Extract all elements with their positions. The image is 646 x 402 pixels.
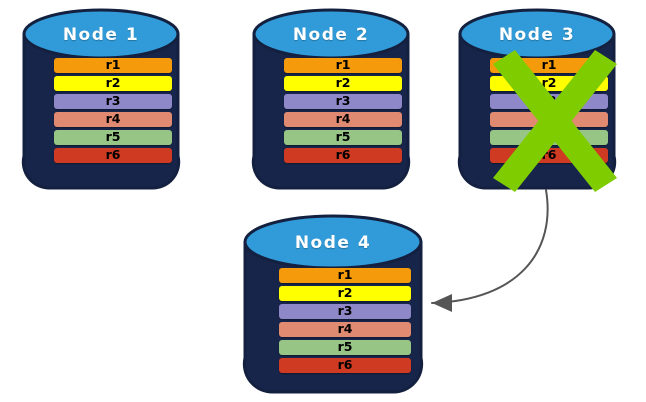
row-band[interactable]: r1 — [490, 58, 608, 73]
arrow-head-icon — [432, 294, 452, 312]
row-band[interactable]: r2 — [54, 76, 172, 91]
row-label: r5 — [335, 129, 351, 145]
row-label: r4 — [105, 111, 121, 127]
row-band[interactable]: r5 — [279, 340, 411, 355]
row-band[interactable]: r6 — [54, 148, 172, 163]
row-label: r6 — [541, 147, 557, 163]
row-label: r5 — [337, 339, 353, 355]
row-label: r2 — [541, 75, 557, 91]
row-label: r5 — [105, 129, 121, 145]
row-stack-node2: r1 r2 r3 r4 r5 r6 — [284, 58, 402, 163]
row-label: r4 — [335, 111, 351, 127]
row-label: r4 — [337, 321, 353, 337]
row-label: r3 — [337, 303, 353, 319]
arrow-curve — [431, 189, 549, 304]
row-band[interactable]: r4 — [279, 322, 411, 337]
row-label: r3 — [541, 93, 557, 109]
row-label: r6 — [335, 147, 351, 163]
node-cylinder-node2[interactable]: Node 2 r1 r2 r3 r4 r5 r6 — [251, 6, 411, 190]
node-cylinder-node3[interactable]: Node 3 r1 r2 r3 r4 r5 r6 — [457, 6, 617, 192]
row-label: r2 — [335, 75, 351, 91]
row-label: r6 — [105, 147, 121, 163]
row-band[interactable]: r2 — [279, 286, 411, 301]
row-label: r6 — [337, 357, 353, 373]
row-band[interactable]: r6 — [490, 148, 608, 163]
row-band[interactable]: r5 — [284, 130, 402, 145]
node-cylinder-node4[interactable]: Node 4 r1 r2 r3 r4 r5 r6 — [242, 212, 424, 394]
row-band[interactable]: r4 — [54, 112, 172, 127]
row-band[interactable]: r3 — [490, 94, 608, 109]
row-band[interactable]: r3 — [279, 304, 411, 319]
row-label: r5 — [541, 129, 557, 145]
row-stack-node4: r1 r2 r3 r4 r5 r6 — [279, 268, 411, 373]
row-band[interactable]: r1 — [284, 58, 402, 73]
row-band[interactable]: r1 — [54, 58, 172, 73]
row-label: r2 — [337, 285, 353, 301]
row-band[interactable]: r2 — [284, 76, 402, 91]
row-label: r1 — [541, 57, 557, 73]
row-stack-node1: r1 r2 r3 r4 r5 r6 — [54, 58, 172, 163]
row-band[interactable]: r5 — [490, 130, 608, 145]
row-label: r3 — [105, 93, 121, 109]
row-label: r1 — [335, 57, 351, 73]
node-cylinder-node1[interactable]: Node 1 r1 r2 r3 r4 r5 r6 — [21, 6, 181, 190]
row-stack-node3: r1 r2 r3 r4 r5 r6 — [490, 58, 608, 163]
row-band[interactable]: r4 — [490, 112, 608, 127]
row-label: r1 — [337, 267, 353, 283]
row-band[interactable]: r4 — [284, 112, 402, 127]
row-label: r2 — [105, 75, 121, 91]
row-band[interactable]: r6 — [284, 148, 402, 163]
row-label: r4 — [541, 111, 557, 127]
row-band[interactable]: r1 — [279, 268, 411, 283]
row-band[interactable]: r3 — [54, 94, 172, 109]
row-label: r1 — [105, 57, 121, 73]
row-band[interactable]: r5 — [54, 130, 172, 145]
row-label: r3 — [335, 93, 351, 109]
row-band[interactable]: r2 — [490, 76, 608, 91]
row-band[interactable]: r3 — [284, 94, 402, 109]
row-band[interactable]: r6 — [279, 358, 411, 373]
